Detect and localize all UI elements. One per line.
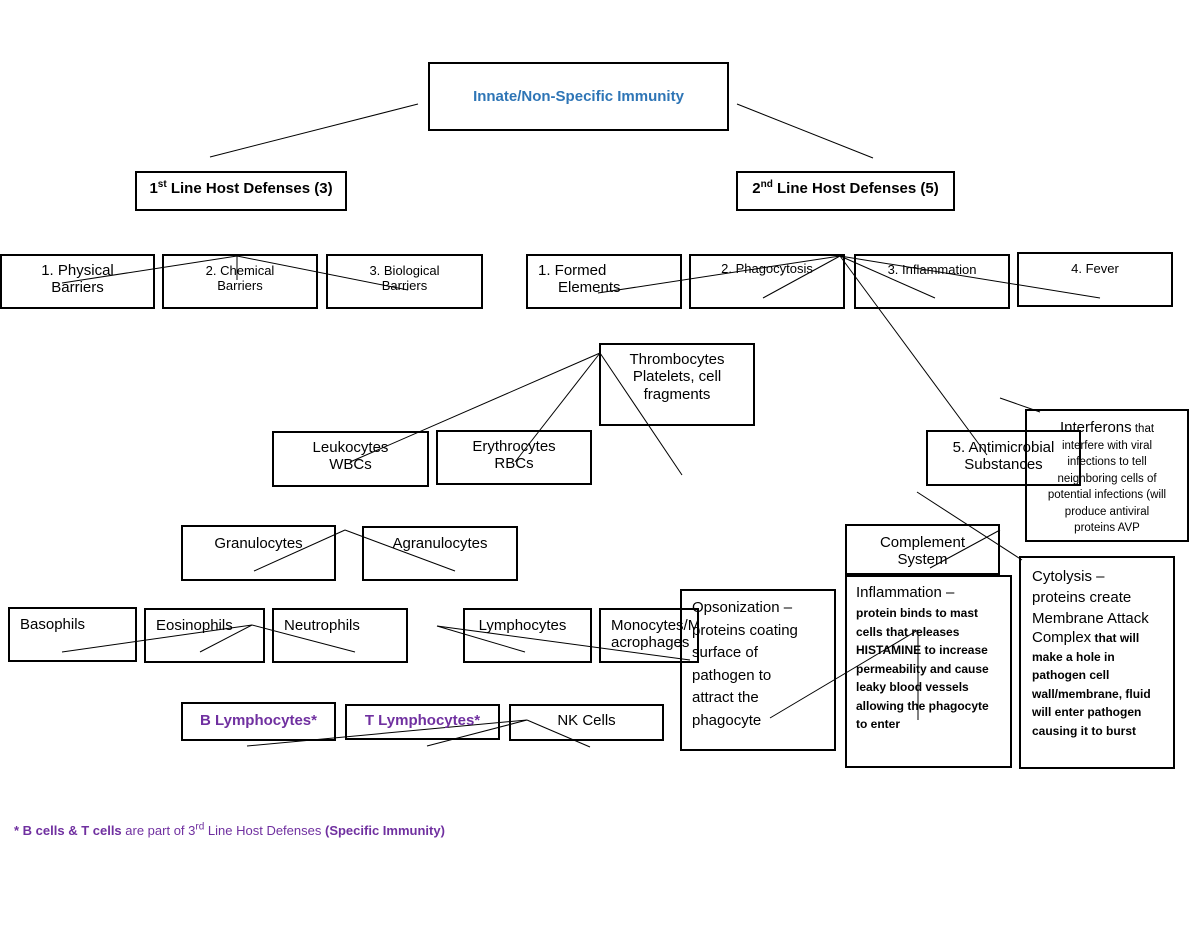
opsonization-text: Opsonization – proteins coating surface …	[692, 599, 798, 729]
granulocytes-box	[181, 525, 336, 581]
root-label: Innate/Non-Specific Immunity	[473, 88, 684, 105]
formed-elements-box	[526, 254, 682, 309]
nk-cells-box	[509, 704, 664, 741]
inflammation-detail-text: Inflammation – protein binds to mast cel…	[856, 584, 989, 732]
chemical-barriers-box	[162, 254, 318, 309]
interferons-text: Interferons that interfere with viral in…	[1047, 419, 1167, 534]
complement-box	[845, 524, 1000, 575]
physical-barriers-box	[0, 254, 155, 309]
inflammation-detail-title: Inflammation –	[856, 584, 955, 601]
eosinophils-label: Eosinophils	[156, 617, 233, 634]
eosinophils-box	[144, 608, 265, 663]
second-line-box	[736, 171, 955, 211]
t-lymphocytes-label: T Lymphocytes*	[364, 712, 481, 729]
lymphocytes-box	[463, 608, 592, 663]
connector-line	[209, 103, 419, 158]
nk-cells-label: NK Cells	[557, 712, 616, 729]
fever-box	[1017, 252, 1173, 307]
connector-line	[736, 103, 874, 159]
neutrophils-box	[272, 608, 408, 663]
agranulocytes-label: Agranulocytes	[392, 535, 488, 552]
cytolysis-box	[1019, 556, 1175, 769]
thrombocytes-box	[599, 343, 755, 426]
interferons-title: Interferons	[1059, 419, 1132, 436]
second-line-label: 2nd Line Host Defenses (5)	[752, 179, 939, 198]
t-lymphocytes-box	[345, 704, 500, 740]
basophils-label: Basophils	[20, 616, 86, 633]
monocytes-box	[599, 608, 699, 663]
erythrocytes-box	[436, 430, 592, 485]
basophils-box	[8, 607, 137, 662]
footnote: * B cells & T cells are part of 3rd Line…	[14, 821, 445, 838]
leukocytes-box	[272, 431, 429, 487]
inflammation-label: 3. Inflammation	[887, 262, 977, 277]
inflammation-detail-box	[845, 575, 1012, 768]
b-lymphocytes-box	[181, 702, 336, 741]
opsonization-box	[680, 589, 836, 751]
b-lymphocytes-label: B Lymphocytes*	[200, 712, 317, 729]
fever-label: 4. Fever	[1071, 261, 1119, 276]
neutrophils-label: Neutrophils	[284, 617, 360, 634]
first-line-box	[135, 171, 347, 211]
lymphocytes-label: Lymphocytes	[478, 617, 567, 634]
root-box	[428, 62, 729, 131]
inflammation-box	[854, 254, 1010, 309]
granulocytes-label: Granulocytes	[214, 535, 303, 552]
phagocytosis-box	[689, 254, 845, 309]
phagocytosis-label: 2. Phagocytosis	[721, 261, 813, 276]
agranulocytes-box	[362, 526, 518, 581]
biological-barriers-box	[326, 254, 483, 309]
interferons-box	[1025, 409, 1189, 542]
antimicrobial-box	[926, 430, 1081, 486]
cytolysis-text: Cytolysis – proteins create Membrane Att…	[1032, 568, 1151, 738]
first-line-label: 1st Line Host Defenses (3)	[149, 179, 333, 198]
